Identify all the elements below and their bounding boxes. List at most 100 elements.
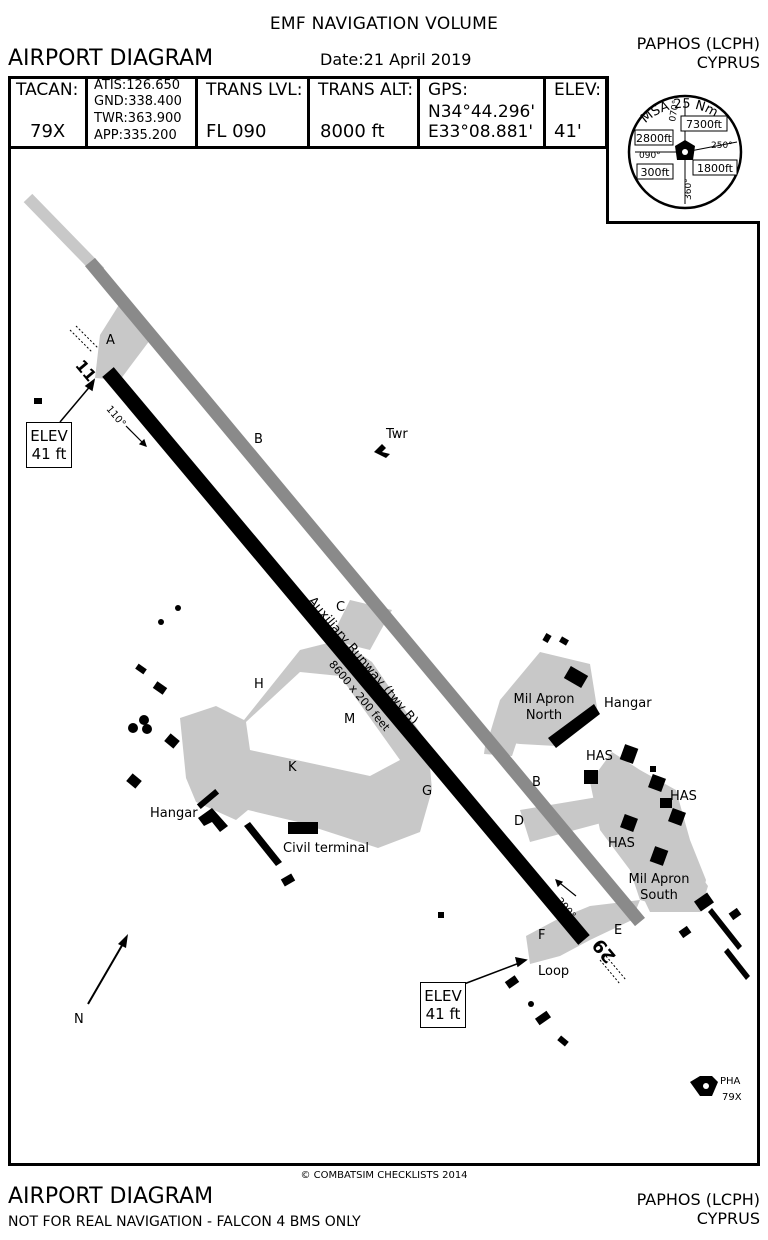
has-building	[668, 808, 686, 826]
threshold-markings	[69, 325, 627, 985]
mil-apron-south-label: Mil Apron South	[628, 872, 690, 903]
building	[542, 633, 552, 643]
elev-value: 41'	[554, 121, 582, 142]
gps-cell: GPS: N34°44.296' E33°08.881'	[420, 76, 546, 146]
svg-text:1800ft: 1800ft	[697, 162, 734, 175]
hangar-ne-label: Hangar	[604, 696, 652, 711]
building	[557, 1035, 569, 1047]
has-building	[619, 744, 639, 764]
building	[650, 766, 656, 772]
diagram-frame	[8, 76, 760, 1166]
tower	[374, 444, 390, 458]
has-building	[648, 774, 666, 792]
building	[128, 723, 138, 733]
auxiliary-runway	[85, 257, 645, 927]
trans-alt-cell: TRANS ALT: 8000 ft	[310, 76, 420, 146]
taxiway-c-label: C	[336, 600, 346, 615]
main-runway	[102, 367, 590, 945]
taxiway-m-label: M	[344, 712, 356, 727]
building	[660, 798, 672, 808]
svg-text:7300ft: 7300ft	[686, 118, 723, 131]
airport-header: PAPHOS (LCPH) CYPRUS	[637, 34, 760, 72]
building	[728, 907, 742, 921]
hangar-w-label: Hangar	[150, 806, 198, 821]
msa-bearing-070: 070°	[668, 99, 682, 122]
taxiway-f-label: F	[538, 928, 546, 943]
tower-label: Twr	[386, 427, 408, 442]
twr-freq: TWR:363.900	[94, 111, 182, 126]
elev-box-value: 41 ft	[425, 1005, 461, 1023]
msa-center-icon	[682, 149, 688, 155]
tacan-cell: TACAN: 79X	[8, 76, 88, 146]
gnd-freq: GND:338.400	[94, 94, 182, 109]
hangar-ne	[548, 704, 600, 748]
building	[135, 663, 147, 675]
loop-label: Loop	[538, 964, 570, 979]
taxiway-b-label: B	[532, 775, 541, 790]
north-arrow-icon	[87, 934, 128, 1005]
mil-apron-south	[630, 842, 708, 912]
building	[708, 908, 742, 950]
building	[559, 636, 569, 646]
tacan-label: TACAN:	[16, 80, 79, 100]
pha-label: PHA	[720, 1076, 741, 1087]
elev-pointers	[59, 378, 528, 985]
elev-box-label: ELEV	[424, 987, 462, 1005]
has-building	[649, 846, 669, 866]
building	[164, 733, 180, 749]
msa-sector-300: 300ft	[636, 163, 674, 180]
hangar-w	[196, 788, 220, 810]
taxiway-g-label: G	[422, 784, 433, 799]
building	[438, 912, 444, 918]
gps-lat: N34°44.296'	[428, 102, 536, 122]
taxiway-e-label: E	[614, 923, 623, 938]
building	[724, 948, 750, 980]
copyright: © COMBATSIM CHECKLISTS 2014	[300, 1170, 468, 1181]
airport-name: PAPHOS (LCPH)	[636, 34, 760, 53]
airport-country: CYPRUS	[696, 53, 760, 72]
apron-k-label: K	[288, 760, 297, 775]
footer-airport-name: PAPHOS (LCPH)	[636, 1190, 760, 1209]
pha-navaid-icon	[690, 1076, 718, 1096]
building	[563, 665, 589, 689]
building	[280, 873, 296, 887]
building	[139, 715, 149, 725]
building	[528, 1001, 534, 1007]
footer-title: AIRPORT DIAGRAM	[8, 1184, 214, 1209]
page-title: AIRPORT DIAGRAM	[8, 46, 214, 71]
gps-lon: E33°08.881'	[428, 122, 534, 142]
elev-box-nw: ELEV 41 ft	[26, 422, 72, 468]
trans-lvl-value: FL 090	[206, 121, 267, 142]
building	[504, 975, 520, 989]
elev-box-value: 41 ft	[31, 445, 67, 463]
mil-apron-north-label: Mil Apron North	[513, 692, 575, 723]
building	[126, 773, 142, 789]
apron-island	[246, 672, 400, 776]
svg-text:300ft: 300ft	[641, 166, 671, 179]
hangar-w	[198, 808, 228, 832]
taxiway-a	[95, 300, 150, 380]
msa-bearing-090: 090°	[639, 151, 661, 161]
footer-disclaimer: NOT FOR REAL NAVIGATION - FALCON 4 BMS O…	[8, 1214, 361, 1230]
footer-airport-country: CYPRUS	[696, 1209, 760, 1228]
has-label: HAS	[608, 836, 635, 851]
building	[534, 1010, 552, 1026]
building	[244, 822, 282, 866]
trans-lvl-cell: TRANS LVL: FL 090	[198, 76, 310, 146]
has-building	[620, 814, 638, 832]
msa-box: MSA 25 Nm 7300ft 2800ft 1800ft 300ft 070…	[606, 76, 760, 224]
app-freq: APP:335.200	[94, 128, 177, 143]
elev-label: ELEV:	[554, 80, 601, 100]
volume-title: EMF NAVIGATION VOLUME	[269, 14, 499, 34]
building	[158, 619, 164, 625]
trans-alt-label: TRANS ALT:	[318, 80, 414, 100]
has-label: HAS	[586, 749, 613, 764]
elev-box-se: ELEV 41 ft	[420, 982, 466, 1028]
building	[152, 681, 168, 695]
pha-channel: 79X	[722, 1092, 742, 1103]
atis-freq: ATIS:126.650	[94, 78, 181, 93]
tacan-value: 79X	[30, 121, 66, 142]
taxiway-h-label: H	[254, 677, 264, 692]
freq-cell: ATIS:126.650 GND:338.400 TWR:363.900 APP…	[88, 76, 198, 146]
